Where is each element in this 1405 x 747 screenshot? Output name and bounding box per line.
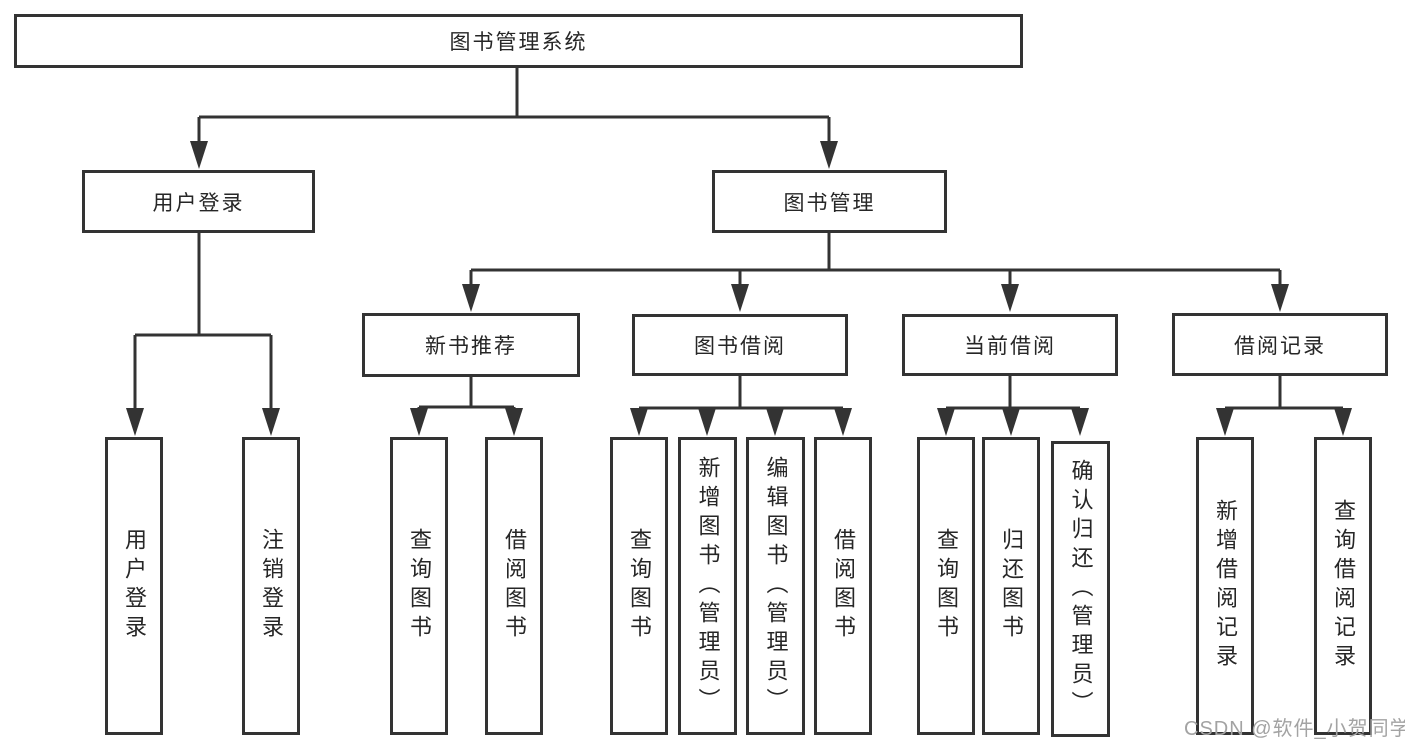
node-label: 借阅图书 bbox=[831, 528, 856, 644]
leaf-user-login: 用户登录 bbox=[105, 437, 163, 735]
arrowhead bbox=[462, 284, 480, 312]
arrowhead bbox=[1002, 408, 1020, 436]
arrowhead bbox=[731, 284, 749, 312]
node-label: 借阅图书 bbox=[502, 528, 527, 644]
leaf-add-borrow-record: 新增借阅记录 bbox=[1196, 437, 1254, 735]
arrowhead bbox=[126, 408, 144, 436]
leaf-query-books-recommend: 查询图书 bbox=[390, 437, 448, 735]
arrowhead bbox=[630, 408, 648, 436]
node-label: 新增图书（管理员） bbox=[695, 455, 721, 717]
node-label: 编辑图书（管理员） bbox=[763, 455, 789, 717]
leaf-query-books-current: 查询图书 bbox=[917, 437, 975, 735]
watermark-text: CSDN @软件_小贺同学 bbox=[1184, 718, 1405, 740]
arrowhead bbox=[1001, 284, 1019, 312]
arrowhead bbox=[1271, 284, 1289, 312]
leaf-confirm-return-admin: 确认归还（管理员） bbox=[1051, 441, 1110, 737]
leaf-logout-login: 注销登录 bbox=[242, 437, 300, 735]
node-borrowing-records: 借阅记录 bbox=[1172, 313, 1388, 376]
node-label: 图书借阅 bbox=[694, 335, 786, 358]
node-library-system: 图书管理系统 bbox=[14, 14, 1023, 68]
node-label: 图书管理 bbox=[783, 191, 876, 215]
node-label: 借阅记录 bbox=[1234, 334, 1326, 358]
node-current-borrowing: 当前借阅 bbox=[902, 314, 1118, 376]
node-label: 确认归还（管理员） bbox=[1068, 458, 1094, 720]
arrowhead bbox=[1071, 408, 1089, 436]
arrowhead bbox=[1334, 408, 1352, 436]
leaf-borrow-books-borrowing: 借阅图书 bbox=[814, 437, 872, 735]
arrowhead bbox=[698, 408, 716, 436]
node-label: 当前借阅 bbox=[964, 335, 1056, 358]
arrowhead bbox=[262, 408, 280, 436]
node-user-login: 用户登录 bbox=[82, 170, 315, 233]
node-label: 用户登录 bbox=[122, 528, 147, 644]
leaf-add-books-admin: 新增图书（管理员） bbox=[678, 437, 737, 735]
arrowhead bbox=[766, 408, 784, 436]
arrowhead bbox=[1216, 408, 1234, 436]
node-label: 查询图书 bbox=[934, 528, 959, 644]
leaf-return-books: 归还图书 bbox=[982, 437, 1040, 735]
node-label: 新增借阅记录 bbox=[1213, 499, 1238, 673]
node-book-management: 图书管理 bbox=[712, 170, 947, 233]
leaf-borrow-books-recommend: 借阅图书 bbox=[485, 437, 543, 735]
leaf-edit-books-admin: 编辑图书（管理员） bbox=[746, 437, 805, 735]
node-label: 图书管理系统 bbox=[449, 31, 588, 54]
arrowhead bbox=[505, 408, 523, 436]
node-label: 用户登录 bbox=[152, 191, 245, 215]
arrowhead bbox=[410, 408, 428, 436]
node-label: 注销登录 bbox=[259, 528, 284, 644]
arrowhead bbox=[834, 408, 852, 436]
arrowhead bbox=[937, 408, 955, 436]
node-label: 查询图书 bbox=[627, 528, 652, 644]
node-label: 新书推荐 bbox=[425, 335, 517, 358]
arrowhead bbox=[820, 141, 838, 169]
node-label: 归还图书 bbox=[999, 528, 1024, 644]
arrowhead bbox=[190, 141, 208, 169]
node-new-book-recommendation: 新书推荐 bbox=[362, 313, 580, 377]
node-label: 查询图书 bbox=[407, 528, 432, 644]
node-book-borrowing: 图书借阅 bbox=[632, 314, 848, 376]
leaf-query-borrow-record: 查询借阅记录 bbox=[1314, 437, 1372, 735]
leaf-query-books-borrowing: 查询图书 bbox=[610, 437, 668, 735]
node-label: 查询借阅记录 bbox=[1331, 499, 1356, 673]
